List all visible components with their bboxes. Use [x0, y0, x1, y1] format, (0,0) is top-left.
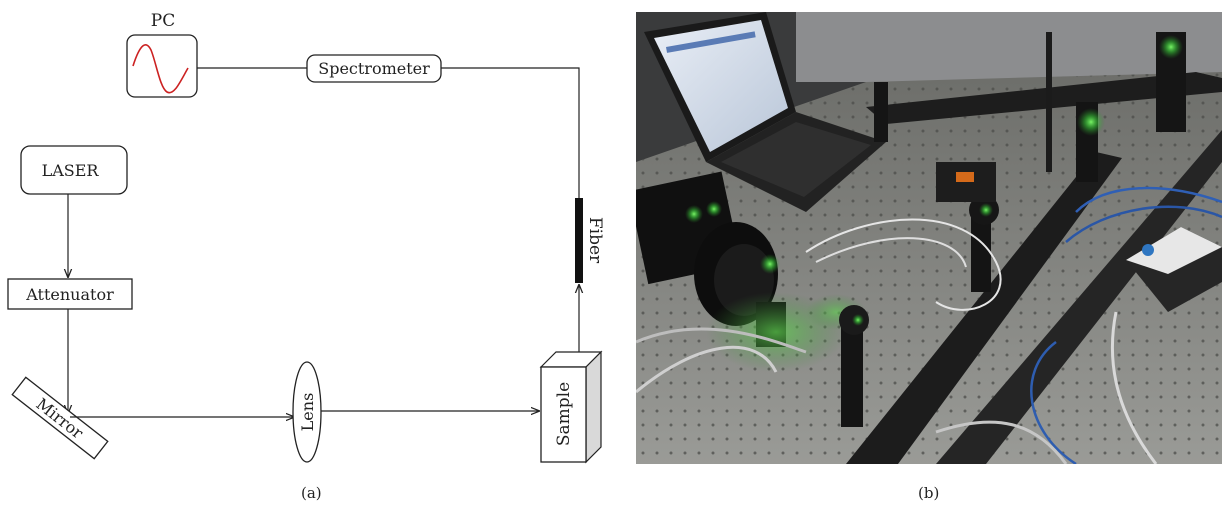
laptop-icon	[644, 12, 886, 212]
caption-b: (b)	[918, 484, 940, 502]
waveform-icon	[132, 44, 189, 94]
pc-monitor: PC	[126, 11, 198, 98]
pc-label: PC	[151, 11, 175, 31]
attenuator-label: Attenuator	[25, 285, 114, 304]
spectrometer-fiber-link	[441, 67, 580, 198]
lab-photo	[636, 12, 1222, 464]
sample-box: Sample	[539, 350, 603, 464]
fiber: Fiber	[575, 198, 605, 283]
lens: Lens	[292, 361, 322, 463]
cables	[636, 186, 1222, 464]
spectrometer-box: Spectrometer	[306, 54, 442, 83]
fiber-label: Fiber	[585, 217, 605, 264]
attenuator-box: Attenuator	[7, 278, 133, 310]
spectrometer-device	[1126, 227, 1222, 312]
optical-rail	[866, 72, 1222, 124]
laser-label: LASER	[42, 161, 100, 180]
spectrometer-label: Spectrometer	[318, 59, 430, 78]
setup-diagram: PC Spectrometer Fiber LASER Attenuator M…	[7, 11, 605, 464]
caption-a: (a)	[301, 484, 322, 502]
laser-box: LASER	[20, 145, 128, 195]
optical-mounts	[839, 32, 1186, 427]
lens-label: Lens	[298, 393, 317, 432]
mirror: Mirror	[11, 376, 109, 460]
sample-label: Sample	[554, 382, 574, 446]
